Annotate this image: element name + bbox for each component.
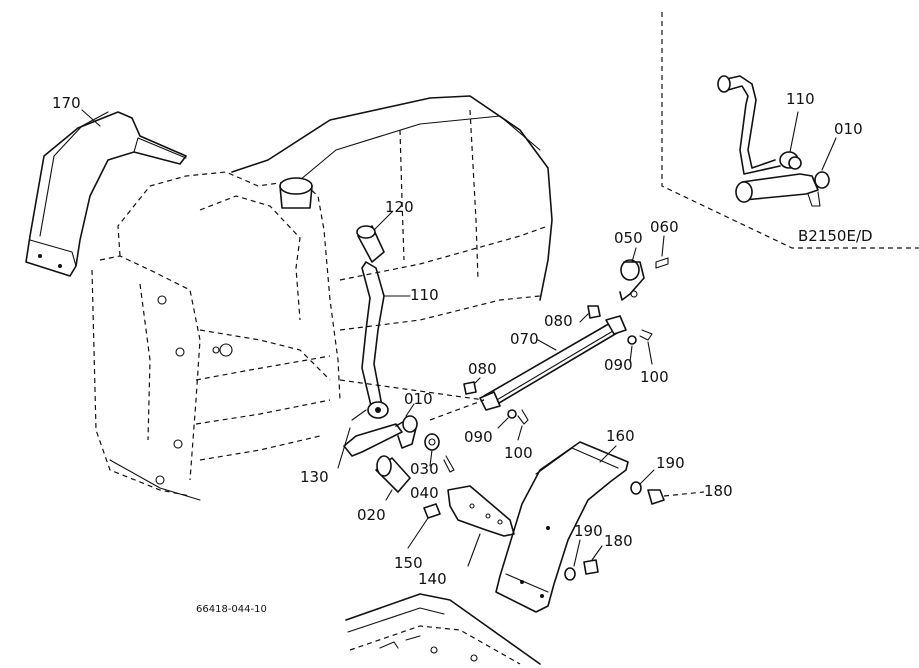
plate-140: 140 150 <box>394 485 515 588</box>
label-070: 070 <box>510 330 539 348</box>
grip-020: 020 <box>357 455 411 524</box>
label-080-top: 080 <box>544 312 573 330</box>
label-190-right: 190 <box>656 454 685 472</box>
clevis-050: 050 060 <box>614 218 679 301</box>
pivot-shaft-010: 010 130 030 040 <box>300 390 455 502</box>
label-130: 130 <box>300 468 329 486</box>
fender-160: 160 <box>495 427 635 613</box>
label-020: 020 <box>357 506 386 524</box>
label-190-low: 190 <box>574 522 603 540</box>
label-160: 160 <box>606 427 635 445</box>
hardware-mid: 080 090 100 <box>463 360 533 462</box>
label-010-inset: 010 <box>834 120 863 138</box>
label-060: 060 <box>650 218 679 236</box>
label-120: 120 <box>385 198 414 216</box>
transmission-housing <box>91 95 553 501</box>
label-010-main: 010 <box>404 390 433 408</box>
lever-110: 120 110 <box>356 198 439 419</box>
label-150: 150 <box>394 554 423 572</box>
label-170: 170 <box>52 94 81 112</box>
label-080-mid: 080 <box>468 360 497 378</box>
inset-caption: B2150E/D <box>798 227 873 245</box>
label-040: 040 <box>410 484 439 502</box>
fender-170: 170 <box>25 94 187 277</box>
frame-bottom <box>345 593 541 665</box>
rod-070: 070 <box>339 315 627 421</box>
drawing-number: 66418-044-10 <box>196 604 267 615</box>
label-100-right: 100 <box>640 368 669 386</box>
hardware-fender: 190 180 190 180 <box>564 454 733 581</box>
inset-region: 110 010 B2150E/D <box>661 12 919 249</box>
hardware-right: 080 090 100 <box>544 305 669 386</box>
label-100-mid: 100 <box>504 444 533 462</box>
label-090-mid: 090 <box>464 428 493 446</box>
label-090-right: 090 <box>604 356 633 374</box>
label-030: 030 <box>410 460 439 478</box>
label-050: 050 <box>614 229 643 247</box>
label-180-low: 180 <box>604 532 633 550</box>
label-140: 140 <box>418 570 447 588</box>
label-180-right: 180 <box>704 482 733 500</box>
label-110-main: 110 <box>410 286 439 304</box>
label-110-inset: 110 <box>786 90 815 108</box>
